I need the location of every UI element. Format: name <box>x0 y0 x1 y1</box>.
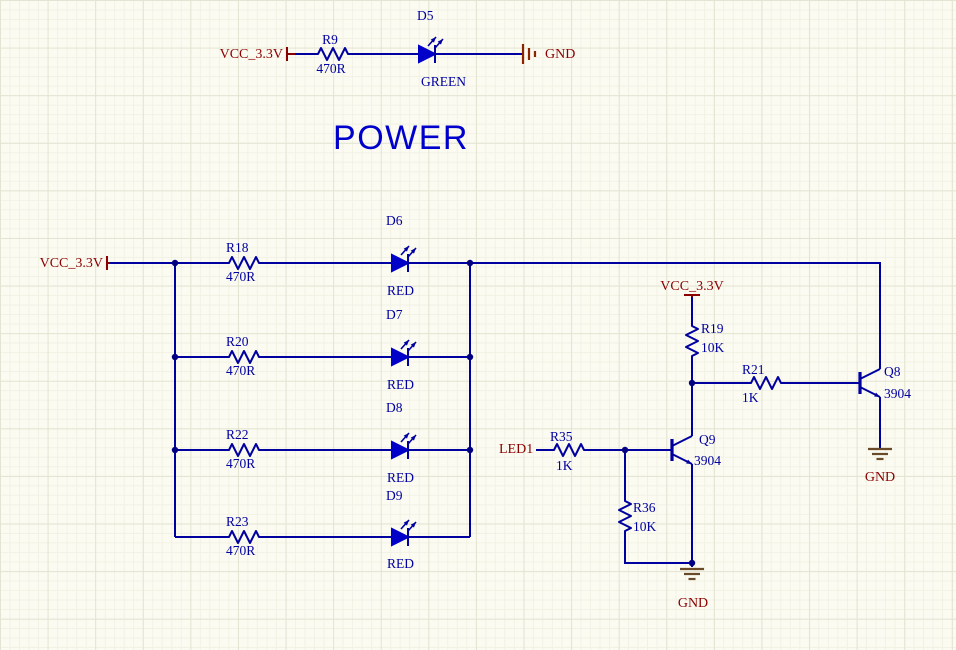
resistor-ref: R36 <box>633 500 656 515</box>
junction-dot <box>171 353 179 361</box>
led-symbol-icon <box>418 36 444 64</box>
net-label-vcc-driver: VCC_3.3V <box>660 279 723 294</box>
junction-dots <box>171 259 696 567</box>
power-port-gnd-bottom[interactable]: GND <box>678 567 708 611</box>
transistor-ref: Q8 <box>884 364 901 379</box>
junction-dot <box>466 446 474 454</box>
net-label-vcc-top: VCC_3.3V <box>220 47 283 62</box>
led-symbol-icon <box>391 432 417 460</box>
transistor-Q9[interactable]: Q9 3904 <box>670 432 721 468</box>
transistor-Q8[interactable]: Q8 3904 <box>858 364 911 401</box>
led-ref: D7 <box>386 307 403 322</box>
resistor-zigzag-icon <box>311 47 353 61</box>
resistor-zigzag-icon <box>222 443 264 457</box>
net-label-led1[interactable]: LED1 <box>499 442 533 457</box>
led-symbol-icon <box>391 245 417 273</box>
power-port-gnd-top[interactable]: GND <box>521 42 575 66</box>
net-label-vcc-main: VCC_3.3V <box>40 256 103 271</box>
junction-dot <box>466 259 474 267</box>
led-D8[interactable]: D8 RED <box>386 400 417 485</box>
net-label-gnd-top: GND <box>545 47 575 62</box>
resistor-R36[interactable]: R36 10K <box>618 494 657 536</box>
resistor-R35[interactable]: R35 1K <box>547 429 589 473</box>
resistor-value: 10K <box>701 340 725 355</box>
resistor-value: 470R <box>226 269 255 284</box>
resistor-zigzag-icon <box>222 350 264 364</box>
net-label-gnd-bottom: GND <box>678 596 708 611</box>
net-label-gnd-q8: GND <box>865 470 895 485</box>
led-color-label: RED <box>387 470 414 485</box>
led-D9[interactable]: D9 RED <box>386 488 417 571</box>
sheet-title: POWER <box>333 119 469 157</box>
led-D6[interactable]: D6 RED <box>386 213 417 298</box>
wire-top-rail <box>470 262 881 369</box>
resistor-value: 1K <box>556 458 573 473</box>
led-color-label: GREEN <box>421 74 466 89</box>
power-port-vcc-top[interactable]: VCC_3.3V <box>220 47 295 62</box>
resistor-R21[interactable]: R21 1K <box>742 362 786 405</box>
resistor-ref: R20 <box>226 334 249 349</box>
wires <box>110 53 881 567</box>
resistor-ref: R18 <box>226 240 249 255</box>
transistor-value: 3904 <box>884 386 911 401</box>
junction-dot <box>171 259 179 267</box>
led-color-label: RED <box>387 556 414 571</box>
resistor-value: 470R <box>226 363 255 378</box>
resistor-R9[interactable]: R9 470R <box>311 32 353 76</box>
junction-dot <box>688 379 696 387</box>
resistor-R22[interactable]: R22 470R <box>222 427 264 471</box>
power-port-gnd-q8[interactable]: GND <box>865 447 895 485</box>
power-port-vcc-driver[interactable]: VCC_3.3V <box>660 279 724 297</box>
wire-led-rows <box>263 262 471 538</box>
transistor-value: 3904 <box>694 453 721 468</box>
junction-dot <box>171 446 179 454</box>
led-symbol-icon <box>391 519 417 547</box>
resistor-value: 470R <box>316 61 345 76</box>
resistor-R23[interactable]: R23 470R <box>222 514 264 558</box>
junction-dot <box>688 559 696 567</box>
power-port-vcc-main[interactable]: VCC_3.3V <box>40 256 110 271</box>
resistor-R18[interactable]: R18 470R <box>222 240 264 284</box>
led-ref: D5 <box>417 8 434 23</box>
power-ground-icon <box>521 42 537 66</box>
led-symbol-icon <box>391 339 417 367</box>
earth-ground-icon <box>678 567 706 581</box>
led-ref: D9 <box>386 488 403 503</box>
led-ref: D6 <box>386 213 403 228</box>
led-D5[interactable]: D5 GREEN <box>417 8 466 89</box>
resistor-value: 1K <box>742 390 759 405</box>
resistor-zigzag-icon <box>685 319 699 361</box>
npn-transistor-icon <box>858 367 882 399</box>
earth-ground-icon <box>866 447 894 461</box>
resistor-ref: R23 <box>226 514 249 529</box>
resistor-zigzag-icon <box>744 376 786 390</box>
npn-transistor-icon <box>670 434 694 466</box>
led-ref: D8 <box>386 400 403 415</box>
resistor-value: 10K <box>633 519 657 534</box>
wire-driver <box>536 297 881 567</box>
resistor-zigzag-icon <box>222 256 264 270</box>
wire-left-bus <box>110 262 223 538</box>
resistor-ref: R35 <box>550 429 573 444</box>
junction-dot <box>621 446 629 454</box>
resistor-ref: R22 <box>226 427 249 442</box>
junction-dot <box>466 353 474 361</box>
resistor-zigzag-icon <box>547 443 589 457</box>
resistor-R20[interactable]: R20 470R <box>222 334 264 378</box>
resistor-zigzag-icon <box>222 530 264 544</box>
resistor-R19[interactable]: R19 10K <box>685 319 725 361</box>
led-color-label: RED <box>387 283 414 298</box>
resistor-zigzag-icon <box>618 494 632 536</box>
net-label-text: LED1 <box>499 442 533 457</box>
resistor-ref: R9 <box>322 32 338 47</box>
led-color-label: RED <box>387 377 414 392</box>
led-D7[interactable]: D7 RED <box>386 307 417 392</box>
transistor-ref: Q9 <box>699 432 716 447</box>
resistor-value: 470R <box>226 456 255 471</box>
resistor-value: 470R <box>226 543 255 558</box>
resistor-ref: R19 <box>701 321 724 336</box>
resistor-ref: R21 <box>742 362 765 377</box>
